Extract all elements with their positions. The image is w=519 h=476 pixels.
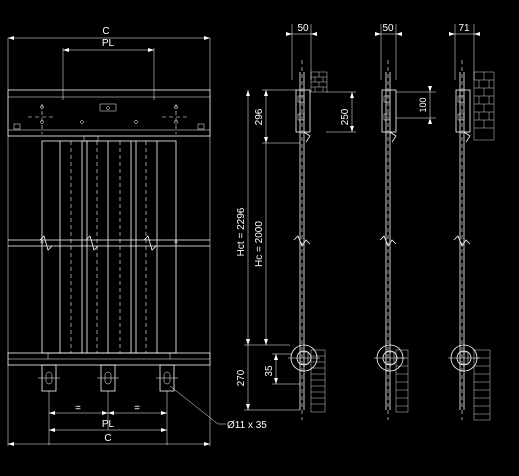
dim-250: 250 — [340, 108, 351, 125]
hole-callout: Ø11 x 35 — [227, 420, 267, 431]
dim-296: 296 — [254, 108, 265, 125]
dim-35: 35 — [264, 365, 275, 377]
side-view-1: 50 — [236, 23, 356, 420]
side3-width: 71 — [458, 23, 470, 34]
foot-left — [38, 364, 60, 392]
side-view-2: 50 100 — [374, 23, 436, 420]
dim-pl-top: PL — [102, 38, 115, 49]
dim-hct: Hct = 2296 — [236, 207, 247, 256]
dim-eq-right: = — [134, 403, 140, 414]
dim-c-bottom: C — [104, 433, 111, 444]
dim-c-top: C — [102, 26, 109, 37]
dim-270: 270 — [236, 369, 247, 386]
dim-eq-left: = — [75, 403, 81, 414]
dim-100: 100 — [418, 97, 428, 112]
front-view: C PL — [7, 26, 267, 446]
dim-pl-bottom: PL — [102, 419, 115, 430]
side-view-3: 71 — [448, 23, 495, 421]
foot-right — [156, 364, 178, 392]
side1-width: 50 — [297, 23, 309, 34]
side2-width: 50 — [382, 23, 394, 34]
dim-hc: Hc = 2000 — [254, 221, 265, 267]
foot-middle — [97, 364, 119, 392]
